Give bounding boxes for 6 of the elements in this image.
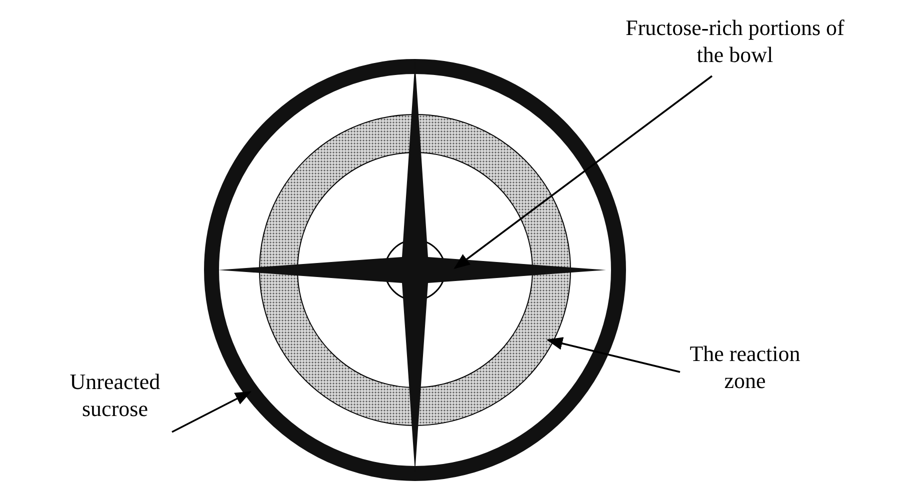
callout-label: The reaction zone	[670, 340, 820, 394]
callout-label: Unreacted sucrose	[50, 368, 180, 422]
leader-arrow	[454, 75, 713, 269]
leader-arrow	[546, 337, 680, 373]
callout-label: Fructose-rich portions of the bowl	[610, 14, 860, 68]
leader-arrow	[172, 391, 252, 433]
